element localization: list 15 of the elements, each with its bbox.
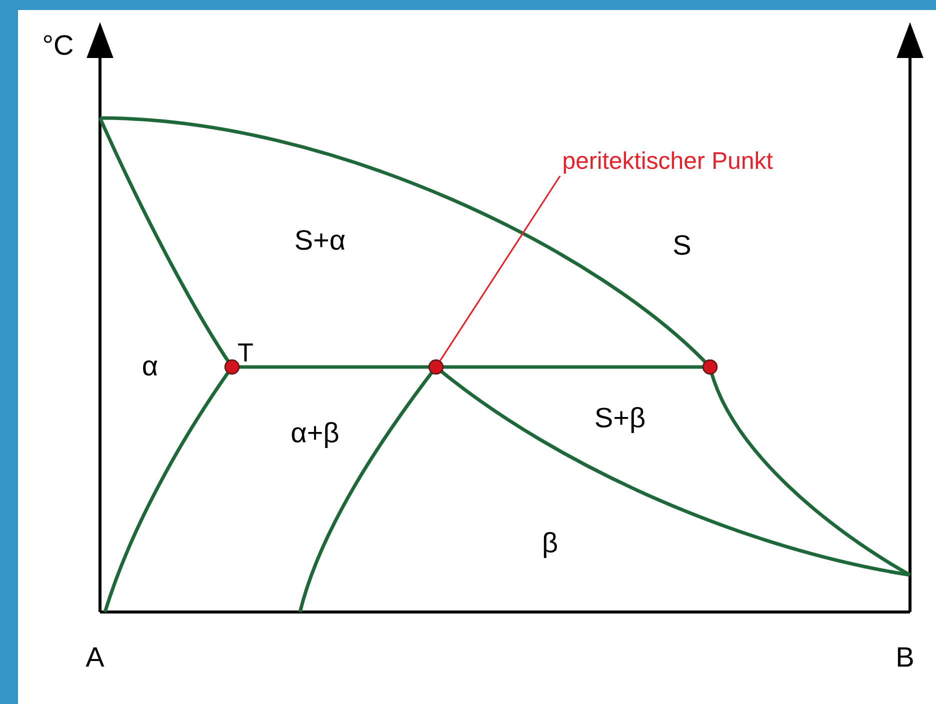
leader-line (439, 176, 561, 362)
phase-label: β (544, 532, 557, 558)
axis-label: B (898, 647, 913, 667)
phase-label: α (143, 360, 158, 376)
phase-label: S (674, 235, 690, 255)
callout-text: peritektischer Punkt (564, 151, 773, 174)
phase-label: S+β (596, 406, 644, 434)
axis-label: A (86, 647, 104, 667)
phase-label: α+β (292, 422, 338, 448)
axis-label: °C (44, 35, 73, 55)
point-label: T (238, 344, 253, 362)
point-marker (702, 359, 718, 375)
point-marker (224, 359, 240, 375)
phase-label: S+α (296, 230, 345, 250)
point-marker (428, 359, 444, 375)
